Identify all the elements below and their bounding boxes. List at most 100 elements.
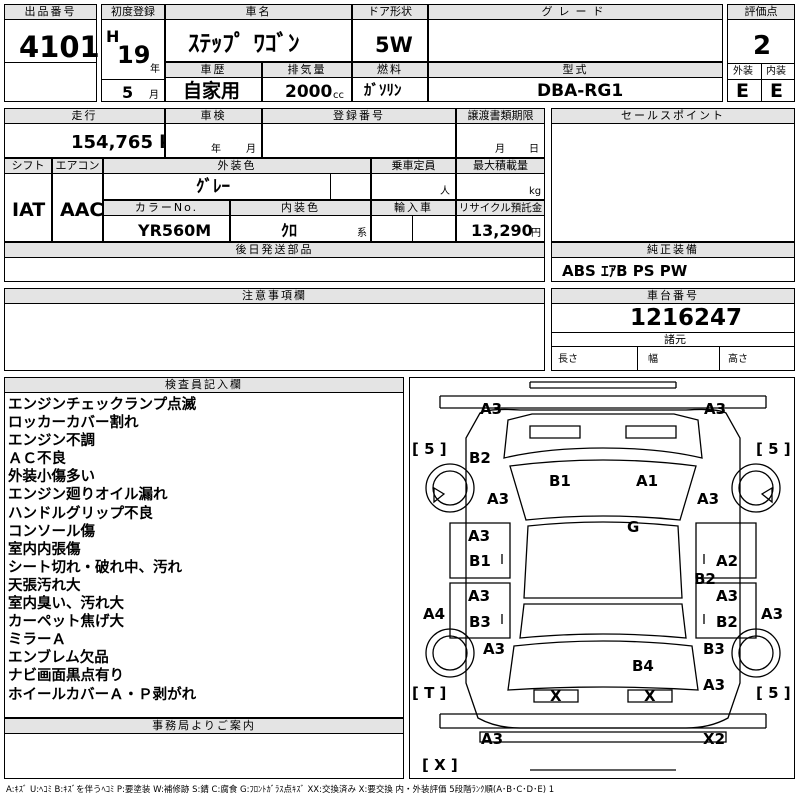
inspector-item: ロッカーカバー割れ (8, 415, 139, 432)
aircon-label: エアコン (53, 159, 102, 174)
sales-point-box: セールスポイント (551, 108, 795, 242)
inspector-item: ＡＣ不良 (8, 451, 66, 468)
displacement-unit: cc (333, 90, 344, 101)
int-color-value: ｸﾛ (281, 221, 298, 240)
specs-label: 諸元 (664, 333, 686, 346)
fuel-value: ｶﾞｿﾘﾝ (364, 81, 402, 99)
inspector-item: ナビ画面黒点有り (8, 668, 124, 685)
office-label: 事務局よりご案内 (5, 719, 403, 734)
mark-lamp-l: X (550, 687, 562, 705)
displacement-value: 2000 (285, 82, 333, 102)
lot-box: 出品番号 4101 (4, 4, 100, 102)
inspector-item: コンソール傷 (8, 523, 95, 540)
inspector-item: 室内内張傷 (8, 541, 81, 558)
chassis-value: 1216247 (630, 305, 743, 331)
mark-door-fr: A2 (716, 552, 739, 570)
notes-label: 注意事項欄 (5, 289, 544, 304)
mark-windshield-l: B1 (549, 472, 571, 490)
recycle-value: 13,290 (471, 221, 533, 240)
inspector-item: カーペット焦げ大 (8, 614, 124, 631)
mark-fender-l: A3 (487, 490, 510, 508)
ext-color-label: 外装色 (104, 159, 370, 174)
score-value: 2 (753, 31, 772, 61)
inspection-month-unit: 月 (246, 144, 256, 155)
inspector-item: エンジン不調 (8, 433, 95, 450)
mark-roof: G (627, 518, 640, 536)
inspector-item: 室内臭い、汚れ大 (8, 596, 124, 613)
int-label: 内装 (766, 66, 786, 77)
recycle-unit: 円 (531, 228, 541, 239)
inspection-box: 車検 年 月 (165, 108, 262, 158)
ext-score: E (736, 80, 749, 102)
reg-no-label: 登録番号 (263, 109, 455, 124)
transfer-day-unit: 日 (529, 144, 539, 155)
reg-no-box: 登録番号 (262, 108, 456, 158)
width-label: 幅 (648, 354, 658, 365)
displacement-label: 排気量 (263, 63, 351, 78)
tire-rl-label: [ T ] (412, 684, 447, 702)
grade-box: グレード (428, 4, 723, 62)
inspector-item: エンジン廻りオイル漏れ (8, 487, 168, 504)
displacement-box: 排気量 2000 cc (262, 62, 352, 102)
mark-qtr-r-a: B3 (703, 640, 725, 658)
inspector-item: シート切れ・破れ中、汚れ (8, 559, 182, 576)
history-label: 車歴 (166, 63, 261, 78)
inspector-item: エンブレム欠品 (8, 650, 109, 667)
door-label: ドア形状 (353, 5, 427, 20)
length-label: 長さ (558, 354, 578, 365)
max-load-label: 最大積載量 (457, 159, 544, 174)
notes-box: 注意事項欄 (4, 288, 545, 371)
int-score: E (770, 80, 783, 102)
mark-lamp-r: X (644, 687, 656, 705)
color-no-box: カラーNo. YR560M (103, 200, 230, 242)
mark-door-rl-a: A3 (468, 587, 491, 605)
int-color-box: 内装色 ｸﾛ 系 (230, 200, 371, 242)
mileage-label: 走行 (5, 109, 164, 124)
ext-label: 外装 (733, 66, 753, 77)
aircon-box: エアコン AAC (52, 158, 103, 242)
chassis-box: 車台番号 1216247 諸元 長さ 幅 高さ (551, 288, 795, 371)
reg-month: 5 (122, 83, 134, 102)
inspector-item: 外装小傷多い (8, 469, 95, 486)
mark-rocker-l: A4 (423, 605, 446, 623)
transfer-month-unit: 月 (495, 144, 505, 155)
mark-qtr-l: A3 (483, 640, 506, 658)
aircon-value: AAC (60, 199, 104, 221)
month-unit: 月 (149, 90, 159, 101)
mileage-box: 走行 154,765 km (4, 108, 190, 158)
tire-fr-label: [ 5 ] (756, 440, 791, 458)
import-box: 輸入車 (371, 200, 456, 242)
mark-door-rr-b: B2 (716, 613, 738, 631)
door-box: ドア形状 5W (352, 4, 428, 62)
shift-value: IAT (12, 199, 46, 221)
mark-hood-fender-l: B2 (469, 449, 491, 467)
capacity-label: 乗車定員 (372, 159, 455, 174)
inspection-label: 車検 (166, 109, 261, 124)
inspector-label: 検査員記入欄 (5, 378, 403, 393)
shift-label: シフト (5, 159, 51, 174)
car-name: ｽﾃｯﾌﾟ ﾜｺﾞﾝ (188, 31, 300, 57)
mark-front-bumper-r: A3 (704, 400, 727, 418)
import-label: 輸入車 (372, 201, 455, 216)
car-name-label: 車名 (166, 5, 351, 20)
ext-color-value: ｸﾞﾚｰ (196, 177, 230, 197)
reg-year: 19 (117, 41, 151, 69)
mark-qtr-r-b: A3 (703, 676, 726, 694)
inspector-item: 天張汚れ大 (8, 577, 81, 594)
car-diagram: [ 5 ] [ 5 ] [ T ] [ 5 ] [ X ] A3 A3 B2 A… (409, 377, 795, 779)
color-no-label: カラーNo. (104, 201, 229, 216)
shift-box: シフト IAT (4, 158, 52, 242)
later-parts-box: 後日発送部品 (4, 242, 545, 282)
lot-number: 4101 (19, 30, 100, 64)
mark-rear-bumper-l: A3 (481, 730, 504, 748)
transfer-label: 譲渡書類期限 (457, 109, 544, 124)
history-box: 車歴 自家用 (165, 62, 262, 102)
later-parts-label: 後日発送部品 (5, 243, 544, 258)
model-code-label: 型式 (429, 63, 722, 78)
model-code-box: 型式 DBA-RG1 (428, 62, 723, 102)
first-reg-label: 初度登録 (102, 5, 164, 20)
model-code: DBA-RG1 (537, 81, 624, 101)
height-label: 高さ (728, 354, 748, 365)
sales-point-label: セールスポイント (552, 109, 794, 124)
equipment-box: 純正装備 ABS ｴｱB PS PW (551, 242, 795, 282)
